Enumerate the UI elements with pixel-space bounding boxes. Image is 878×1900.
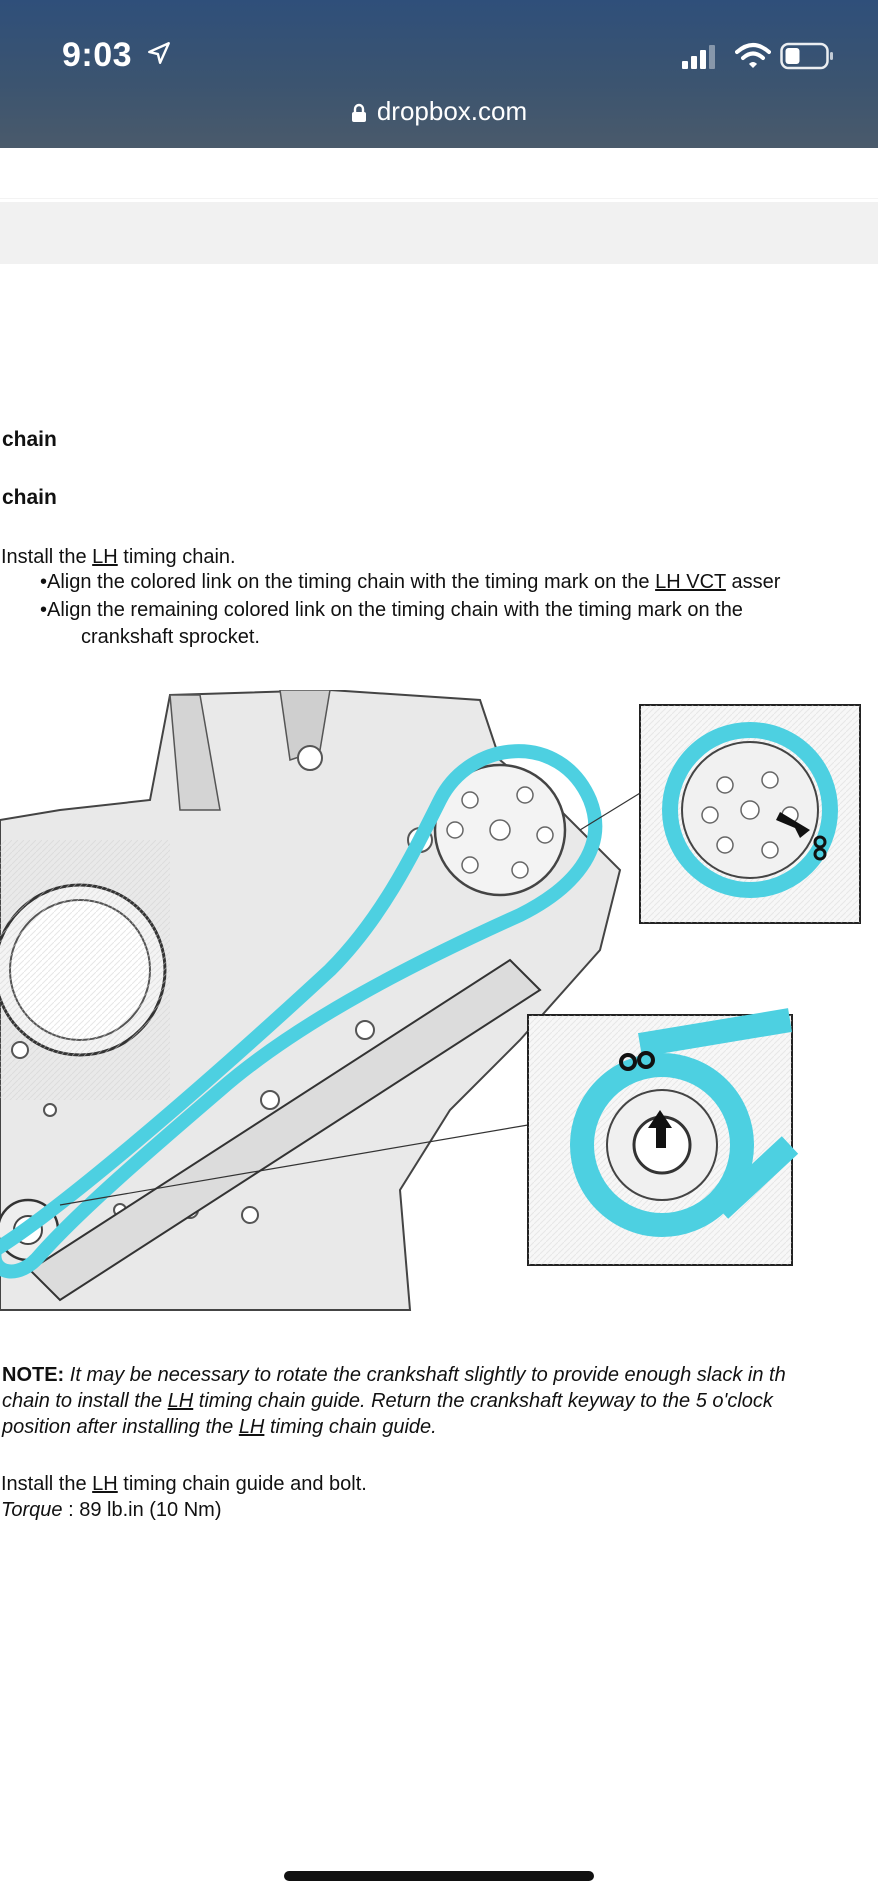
signal-icon <box>682 45 715 69</box>
torque-label: Torque <box>1 1499 63 1521</box>
divider <box>0 198 878 199</box>
bullet-dot: • <box>40 599 48 621</box>
step-install-chain: Install the LH timing chain. <box>1 546 236 568</box>
timing-chain <box>0 744 603 1279</box>
crank-detail-inset <box>527 1008 799 1266</box>
torque-spec: Torque : 89 lb.in (10 Nm) <box>1 1499 222 1521</box>
lh-vct-link[interactable]: LH VCT <box>655 571 726 593</box>
note-line: chain to install the LH timing chain gui… <box>2 1390 773 1412</box>
note-line: position after installing the LH timing … <box>2 1416 437 1438</box>
section-heading: chain <box>2 486 57 509</box>
battery-icon <box>780 42 833 70</box>
bullet-continuation: crankshaft sprocket. <box>81 626 260 648</box>
chain-guide <box>28 958 542 1302</box>
lh-link[interactable]: LH <box>92 1473 118 1495</box>
note-label: NOTE: <box>2 1364 65 1386</box>
lock-icon <box>351 103 366 122</box>
home-indicator[interactable] <box>284 1871 594 1881</box>
bullet-item: •Align the colored link on the timing ch… <box>40 571 781 593</box>
bullet-dot: • <box>40 571 48 593</box>
section-heading: chain <box>2 428 57 451</box>
step-install-guide: Install the LH timing chain guide and bo… <box>1 1473 367 1495</box>
location-arrow-icon <box>148 42 170 64</box>
toolbar-band <box>0 202 878 264</box>
bullet-item: •Align the remaining colored link on the… <box>40 599 743 621</box>
lh-link[interactable]: LH <box>238 1416 265 1438</box>
note-line: NOTE: It may be necessary to rotate the … <box>2 1364 786 1386</box>
clock-time: 9:03 <box>62 36 133 74</box>
timing-chain-diagram <box>0 690 861 1311</box>
lh-link[interactable]: LH <box>92 546 118 568</box>
url-bar[interactable]: dropbox.com <box>0 96 878 127</box>
wifi-icon <box>735 43 771 68</box>
lh-link[interactable]: LH <box>167 1390 194 1412</box>
vct-detail-inset <box>639 704 861 924</box>
url-text: dropbox.com <box>376 96 528 126</box>
status-bar: 9:03 dropbox.com <box>0 0 878 148</box>
